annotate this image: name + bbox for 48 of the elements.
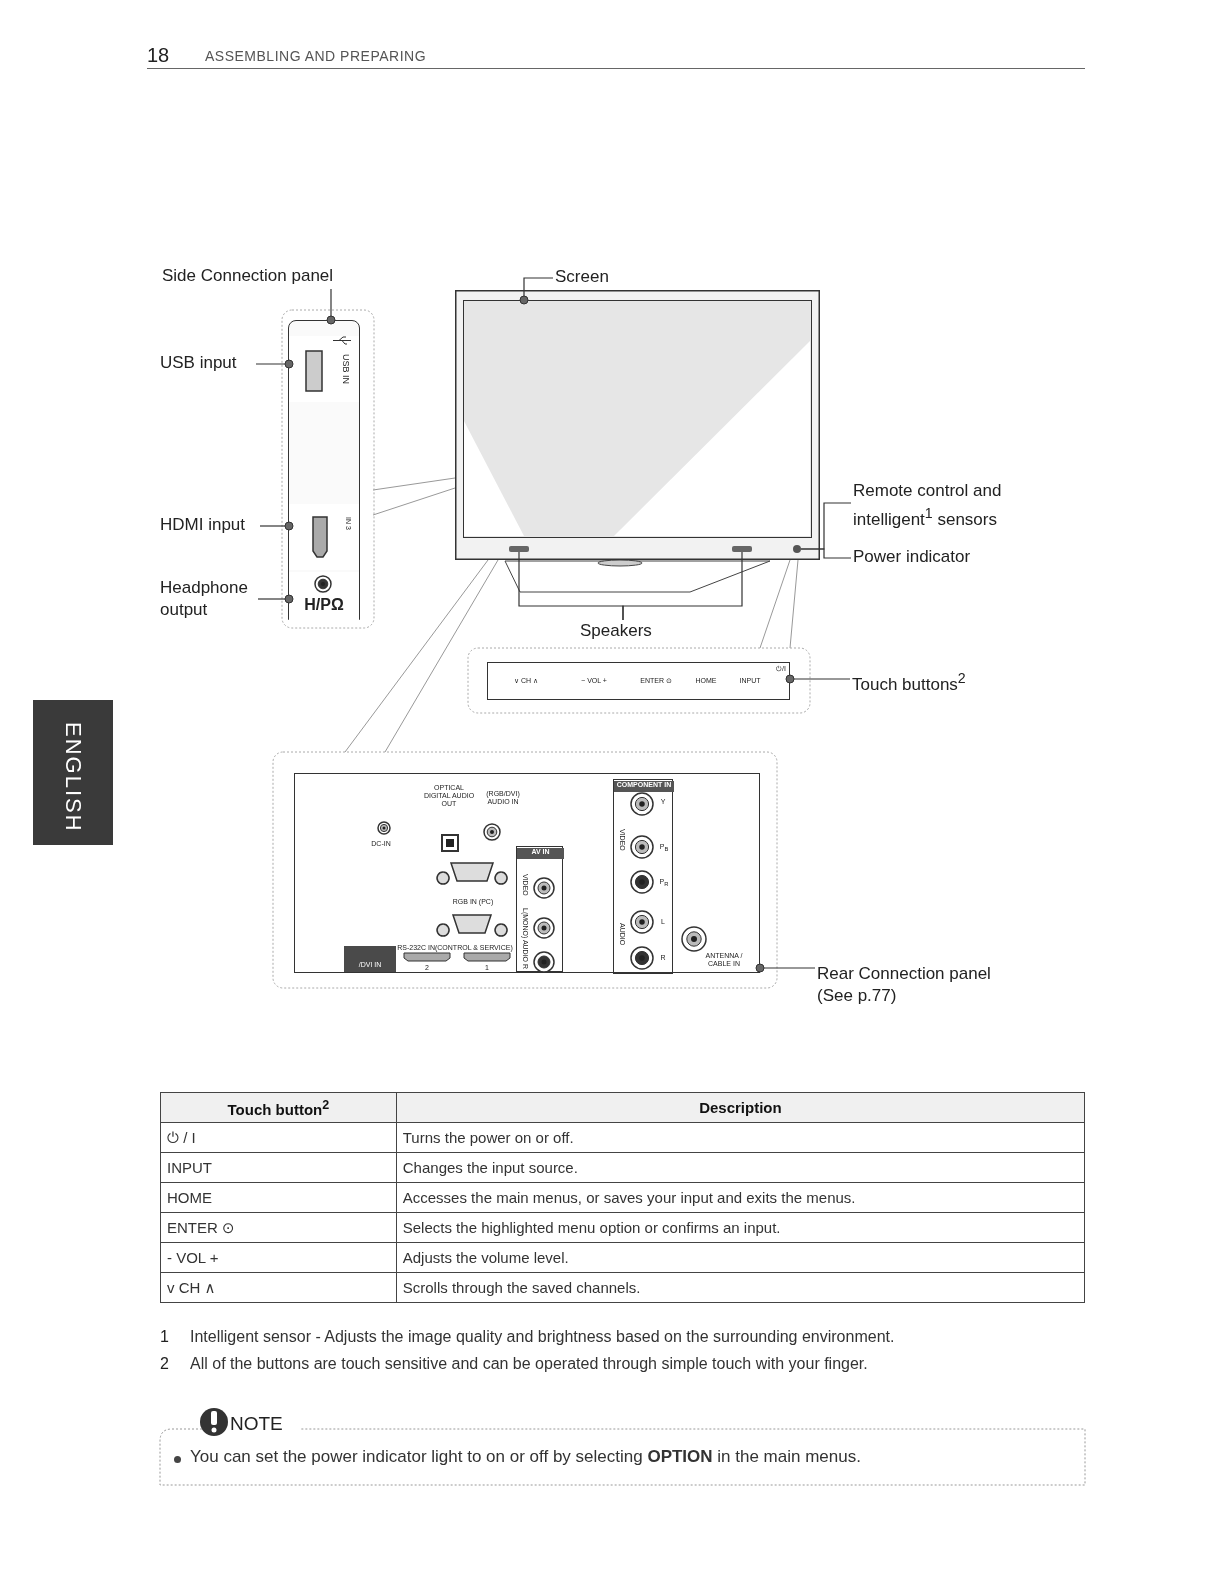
- av-in-panel: [516, 846, 563, 972]
- table-cell: Selects the highlighted menu option or confirms an input.: [396, 1212, 1085, 1243]
- power-indicator-light: [793, 545, 801, 553]
- port-label: H/PΩ: [303, 596, 345, 615]
- table-cell: ⏻ / I: [160, 1122, 397, 1153]
- leader-line: [622, 551, 743, 621]
- component-in-panel: [613, 779, 673, 974]
- table-cell: Changes the input source.: [396, 1152, 1085, 1183]
- footnote-text: All of the buttons are touch sensitive and can be operated through simple touch with your finger.: [190, 1355, 869, 1374]
- leader-line: [326, 288, 336, 325]
- table-cell: Scrolls through the saved channels.: [396, 1272, 1085, 1303]
- tv-drawing: [455, 290, 820, 560]
- table-cell: Turns the power on or off.: [396, 1122, 1085, 1153]
- footnote-text: Intelligent sensor - Adjusts the image quality and brightness based on the surrounding environment.: [190, 1328, 896, 1347]
- rear-connection-panel: [294, 773, 760, 973]
- note-heading: NOTE: [229, 1413, 284, 1436]
- leader-line: [255, 359, 294, 369]
- table-cell: v CH ∧: [160, 1272, 397, 1303]
- note-text: You can set the power indicator light to on or off by selecting OPTION in the main menus.: [190, 1447, 862, 1468]
- header-cell: Description: [396, 1092, 1085, 1123]
- headphone-port-panel: [289, 572, 359, 620]
- table-cell: - VOL +: [160, 1242, 397, 1273]
- port-label: USB IN: [340, 353, 351, 386]
- footnote-number: 1: [160, 1328, 170, 1347]
- table-cell: Adjusts the volume level.: [396, 1242, 1085, 1273]
- speaker: [509, 546, 529, 552]
- leader-line: [519, 277, 554, 305]
- leader-line: [755, 963, 816, 973]
- leader-line: [259, 521, 294, 531]
- tab-label: ENGLISH: [60, 722, 86, 833]
- hdmi-port-panel: [289, 504, 359, 570]
- leader-line: [257, 594, 294, 604]
- hdmi-dvi-label-block: [344, 946, 396, 972]
- touch-button-strip: [487, 662, 790, 700]
- leader-line: [785, 674, 851, 684]
- screen: [463, 300, 812, 538]
- footnote-number: 2: [160, 1355, 170, 1374]
- table-cell: INPUT: [160, 1152, 397, 1183]
- table-cell: HOME: [160, 1182, 397, 1213]
- header-cell: Touch button$^{2}$: [160, 1092, 397, 1123]
- section-header: ASSEMBLING AND PREPARING: [205, 48, 427, 66]
- page-number: 18: [147, 44, 171, 68]
- table-cell: Accesses the main menus, or saves your input and exits the menus.: [396, 1182, 1085, 1213]
- side-panel: [288, 320, 360, 620]
- leader-line: [800, 548, 852, 559]
- usb-port-panel: [289, 336, 359, 402]
- table-cell: ENTER ⊙: [160, 1212, 397, 1243]
- speaker: [732, 546, 752, 552]
